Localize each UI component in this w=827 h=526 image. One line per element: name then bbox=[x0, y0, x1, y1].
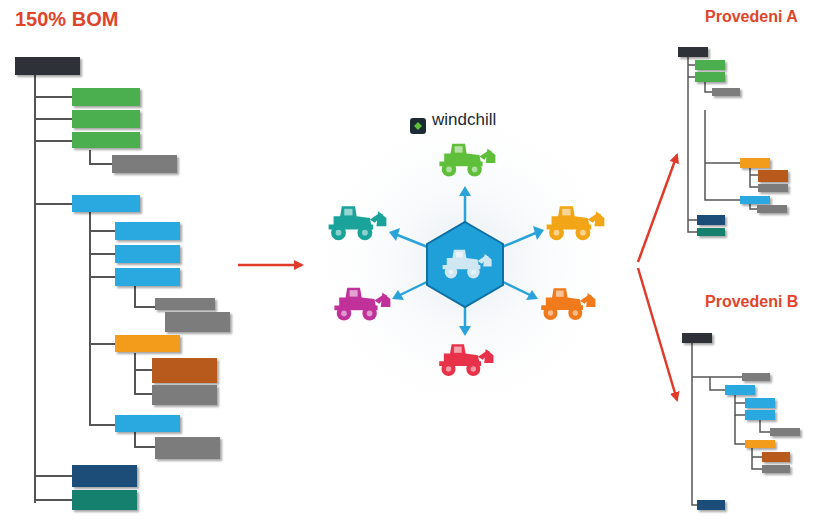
flow-arrow bbox=[238, 264, 302, 267]
region-heading: windchill bbox=[432, 110, 496, 130]
flow-arrow bbox=[638, 268, 677, 400]
region-heading: 150% BOM bbox=[15, 8, 118, 31]
diagram-region: Provedeni B bbox=[675, 290, 820, 520]
region-heading: Provedeni A bbox=[705, 8, 798, 26]
diagram-region: Provedeni A bbox=[675, 5, 820, 245]
diagram-region: windchill bbox=[300, 108, 635, 408]
diagram-region: 150% BOM bbox=[10, 5, 235, 520]
flow-arrow bbox=[638, 155, 677, 262]
region-heading: Provedeni B bbox=[705, 293, 798, 311]
